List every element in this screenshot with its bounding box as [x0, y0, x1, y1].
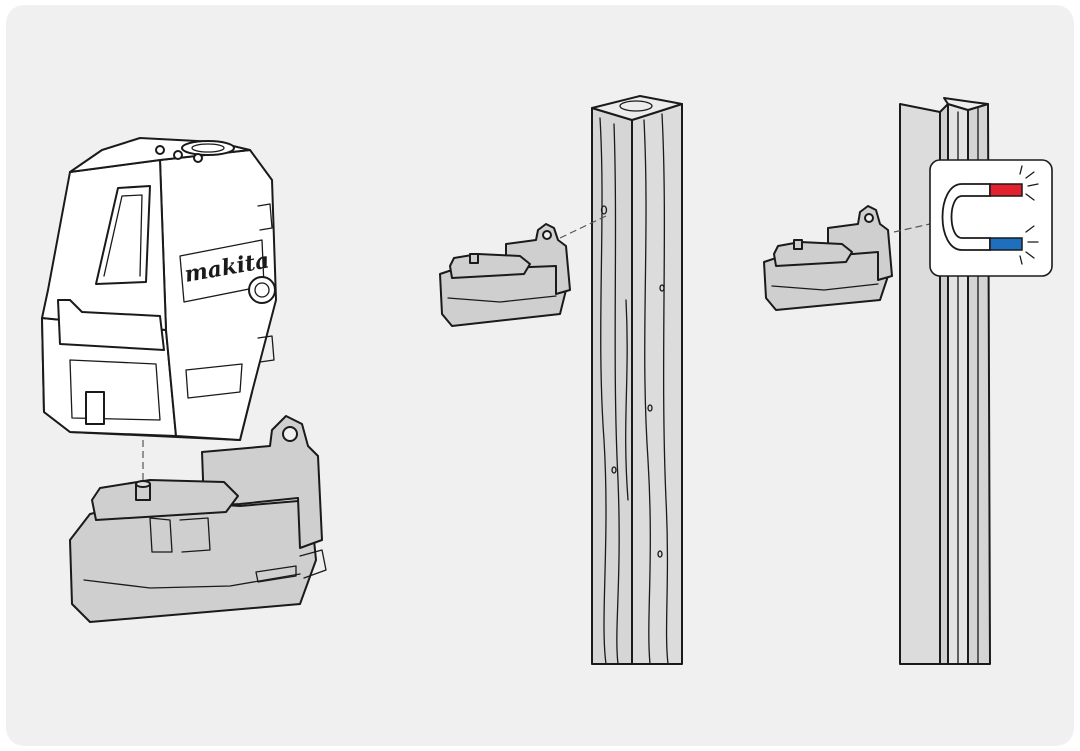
mounting-bracket-wood: [439, 223, 571, 327]
screw-line: [559, 215, 607, 239]
magnet-line: [893, 223, 931, 233]
mounting-bracket-large: [69, 415, 327, 623]
mounting-bracket-steel: [763, 205, 893, 311]
wooden-post: [591, 95, 683, 665]
magnet-callout: [929, 159, 1053, 277]
horseshoe-magnet-icon: [941, 165, 1039, 265]
laser-level-device: makita: [41, 137, 277, 441]
